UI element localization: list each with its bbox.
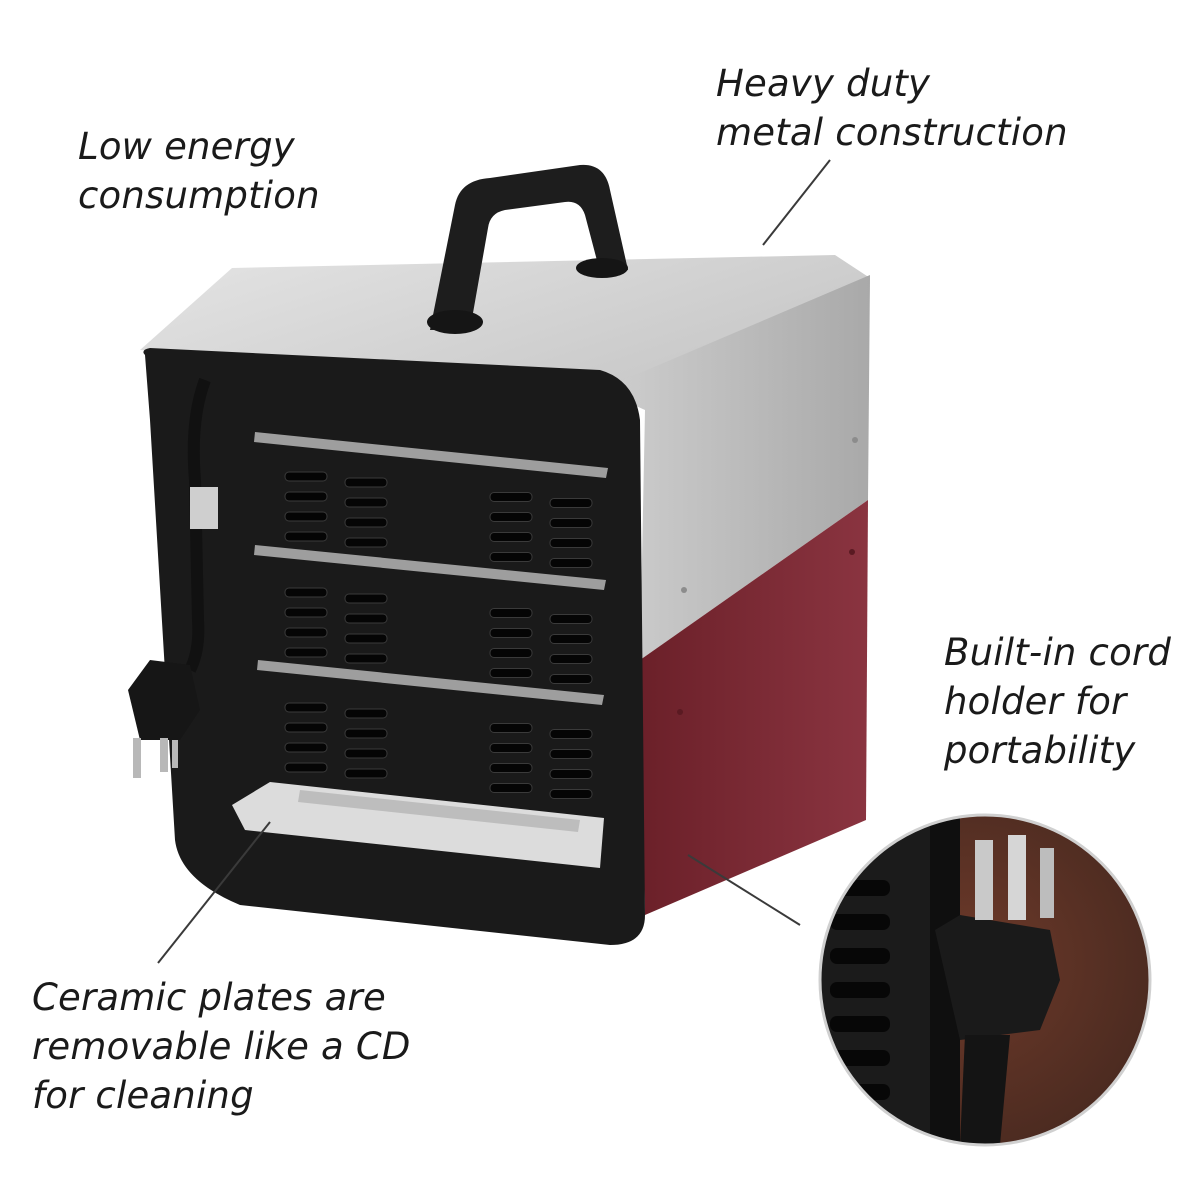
vent-slot bbox=[549, 558, 593, 568]
vent-slot bbox=[344, 633, 388, 644]
cord-callout-line-1: Built-in cord bbox=[944, 631, 1172, 674]
vent-slot bbox=[549, 518, 593, 528]
cord-leader-line bbox=[687, 854, 801, 926]
vent-slot bbox=[549, 749, 593, 759]
carry-handle bbox=[430, 164, 628, 330]
vent-slot bbox=[489, 552, 533, 562]
metal-callout-line-1: Heavy duty bbox=[716, 62, 931, 105]
vent-slot bbox=[344, 728, 388, 739]
ozone-generator-housing bbox=[128, 164, 870, 945]
vent-slots bbox=[284, 471, 593, 799]
closeup-vent-slot bbox=[830, 914, 890, 930]
closeup-vent-slot bbox=[830, 1050, 890, 1066]
vent-slot bbox=[549, 498, 593, 508]
callout-leader-lines bbox=[157, 159, 831, 964]
vent-slot bbox=[549, 674, 593, 684]
energy-callout-line-2: consumption bbox=[78, 174, 320, 217]
ceramic-callout-line-2: removable like a CD bbox=[32, 1025, 411, 1068]
vent-slot bbox=[284, 762, 328, 773]
vent-slot bbox=[284, 607, 328, 618]
vent-slot bbox=[344, 517, 388, 528]
vent-slot bbox=[344, 653, 388, 664]
vent-slot bbox=[489, 783, 533, 793]
vent-slot bbox=[344, 748, 388, 759]
vent-slot bbox=[549, 729, 593, 739]
vent-slot bbox=[284, 702, 328, 713]
vent-slot bbox=[489, 512, 533, 522]
energy-callout-line-1: Low energy bbox=[78, 125, 295, 168]
vent-slot bbox=[284, 647, 328, 658]
vent-slot bbox=[549, 634, 593, 644]
vent-slot bbox=[489, 743, 533, 753]
metal-callout: Heavy duty metal construction bbox=[716, 59, 1068, 157]
vent-slot bbox=[344, 537, 388, 548]
vent-slot bbox=[549, 769, 593, 779]
vent-slot bbox=[284, 742, 328, 753]
cord-callout-line-2: holder for bbox=[944, 680, 1127, 723]
vent-slot bbox=[549, 654, 593, 664]
ceramic-leader-line bbox=[157, 821, 271, 964]
closeup-vent-slot bbox=[830, 880, 890, 896]
vent-slot bbox=[284, 627, 328, 638]
housing-side-red bbox=[640, 500, 868, 915]
closeup-vent-slot bbox=[830, 1016, 890, 1032]
ceramic-callout-line-3: for cleaning bbox=[32, 1074, 254, 1117]
closeup-vent-slot bbox=[830, 948, 890, 964]
vent-slot bbox=[489, 608, 533, 618]
housing-side-grey bbox=[600, 275, 870, 660]
vent-slot bbox=[489, 763, 533, 773]
vent-slot bbox=[344, 497, 388, 508]
vent-slot bbox=[489, 723, 533, 733]
vent-slot bbox=[549, 789, 593, 799]
closeup-plug bbox=[935, 915, 1060, 1040]
ceramic-callout-line-1: Ceramic plates are bbox=[32, 976, 386, 1019]
vent-slot bbox=[549, 538, 593, 548]
vent-slot bbox=[489, 648, 533, 658]
closeup-vent-slot bbox=[830, 1152, 890, 1168]
vent-slot bbox=[489, 628, 533, 638]
cord-callout-line-3: portability bbox=[944, 729, 1136, 772]
vent-slot bbox=[344, 593, 388, 604]
cord-callout: Built-in cord holder for portability bbox=[944, 628, 1171, 775]
closeup-vent-slot bbox=[830, 1118, 890, 1134]
metal-leader-line bbox=[762, 159, 831, 246]
power-plug bbox=[128, 660, 200, 740]
vent-slot bbox=[344, 477, 388, 488]
vent-slot bbox=[344, 768, 388, 779]
vent-slot bbox=[489, 492, 533, 502]
vent-slot bbox=[489, 668, 533, 678]
plug-closeup-inset bbox=[820, 815, 1150, 1168]
ceramic-callout: Ceramic plates are removable like a CD f… bbox=[32, 973, 411, 1120]
vent-slot bbox=[284, 511, 328, 522]
power-cord bbox=[184, 377, 211, 673]
vent-slot bbox=[489, 532, 533, 542]
closeup-vent-slot bbox=[830, 982, 890, 998]
vent-slot bbox=[284, 491, 328, 502]
vent-slot bbox=[344, 613, 388, 624]
energy-callout: Low energy consumption bbox=[78, 122, 320, 220]
vent-slot bbox=[344, 708, 388, 719]
metal-callout-line-2: metal construction bbox=[716, 111, 1068, 154]
vent-slot bbox=[284, 471, 328, 482]
vent-slot bbox=[549, 614, 593, 624]
vent-slot bbox=[284, 722, 328, 733]
inset-border bbox=[818, 813, 1152, 1147]
vent-slot bbox=[284, 531, 328, 542]
vent-slot bbox=[284, 587, 328, 598]
